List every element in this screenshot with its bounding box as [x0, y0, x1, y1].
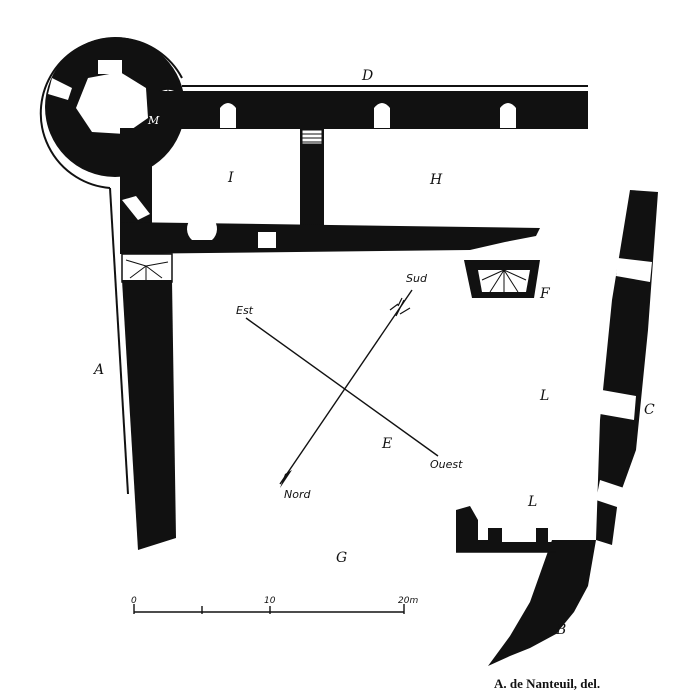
label-i: I [227, 170, 234, 186]
small-room-b [122, 196, 150, 220]
label-b: B [555, 622, 566, 638]
south-wall [120, 196, 540, 254]
compass-east: Est [236, 304, 254, 317]
compass-south: Sud [406, 272, 428, 285]
compass-rose [245, 289, 439, 488]
hexagonal-room-k [76, 72, 148, 134]
label-l-upper: L [539, 388, 549, 404]
east-window-2 [600, 390, 636, 420]
scale-label-20: 20m [398, 596, 418, 606]
artist-credit: A. de Nanteuil, del. [494, 676, 600, 691]
north-wall-d [150, 85, 588, 129]
east-window-1 [616, 258, 652, 282]
scale-bar: 0 10 20m [131, 596, 418, 614]
label-g: G [336, 550, 347, 566]
chimney-block [98, 60, 122, 74]
east-window-3 [596, 480, 624, 508]
label-l-lower: L [527, 494, 537, 510]
building-l-foundations [456, 506, 560, 553]
west-wall-a [122, 280, 176, 550]
compass-north: Nord [284, 488, 311, 501]
label-d: D [361, 68, 373, 84]
small-loophole [258, 232, 276, 248]
compass-west: Ouest [430, 458, 463, 471]
north-arrow-icon [280, 470, 292, 488]
label-a: A [92, 362, 104, 378]
label-m: M [147, 114, 160, 127]
scale-label-0: 0 [131, 596, 137, 606]
east-wall-c [596, 190, 658, 545]
loophole-2 [374, 103, 390, 128]
circular-niche [187, 213, 218, 240]
window-embrasure-tower [48, 78, 72, 100]
label-f: F [539, 286, 551, 302]
bastion-b [488, 540, 596, 666]
partition-wall [300, 128, 324, 228]
lower-staircase [121, 253, 173, 283]
loophole-1 [220, 103, 236, 128]
label-c: C [644, 402, 655, 418]
stair-tower-f [464, 260, 540, 298]
label-h: H [429, 172, 443, 188]
south-feather-icon [389, 297, 411, 317]
loophole-3 [500, 103, 516, 128]
scale-label-10: 10 [264, 596, 276, 606]
label-e: E [381, 436, 392, 452]
label-k: K [101, 100, 114, 116]
